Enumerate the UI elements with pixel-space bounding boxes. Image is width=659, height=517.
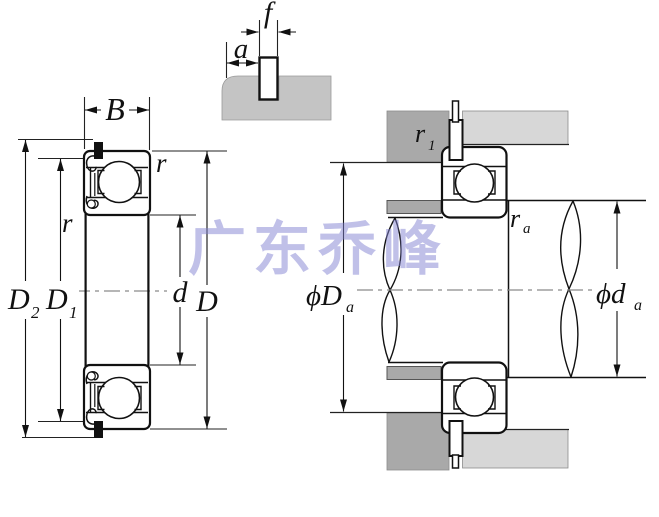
bearing-ring-section-mirror — [82, 363, 152, 440]
bearing-ring-section — [82, 142, 152, 217]
mounted-arrangement-view: ϕD a ϕd a r 1 r a — [303, 100, 649, 471]
bearing-front-view: B D 2 D 1 d D r r — [3, 91, 227, 440]
housing-block-bottom-right — [462, 429, 569, 469]
chamfer-label-r-left: r — [62, 208, 73, 238]
dim-label-D1: D — [45, 283, 68, 316]
housing-block-top-left — [386, 110, 450, 163]
fillet-label-ra-sub: a — [523, 221, 531, 237]
dim-label-D1-sub: 1 — [69, 303, 78, 322]
snap-ring-section — [258, 56, 279, 101]
cage-claw — [453, 170, 461, 195]
fillet-label-r1: r — [415, 119, 426, 148]
fillet-label-ra: r — [510, 204, 521, 233]
ball — [97, 160, 141, 204]
shaft-abutment-spacer-top — [386, 200, 442, 214]
dim-label-d: d — [173, 276, 189, 309]
cage-claw — [134, 169, 142, 195]
shaft-abutment-spacer-bottom — [386, 366, 442, 380]
fillet-label-r1-sub: 1 — [428, 138, 436, 154]
label-backgrounds — [3, 92, 221, 319]
dim-label-phi-da-sub: a — [634, 297, 642, 314]
housing-block-bottom-left — [386, 412, 450, 471]
dim-label-phi-Da-sub: a — [346, 299, 354, 316]
snap-ring-tab — [94, 142, 103, 159]
ball — [454, 163, 495, 203]
dim-label-D2-sub: 2 — [31, 303, 40, 322]
seal-lip — [85, 155, 100, 172]
shaft — [381, 199, 646, 379]
cage-claw — [97, 169, 105, 195]
dim-label-f: f — [264, 0, 276, 29]
seal-lip — [85, 195, 99, 209]
snap-ring-groove-detail: f a — [221, 0, 332, 121]
dim-label-a: a — [234, 33, 249, 65]
chamfer-label-r-top: r — [156, 148, 167, 178]
detail-dim-lines — [227, 28, 296, 67]
dim-label-D: D — [195, 285, 218, 318]
left-dim-ticks — [18, 97, 227, 439]
mounted-bearing-section — [440, 145, 508, 219]
dim-label-phi-da: ϕd — [596, 278, 626, 310]
detail-dim-ticks — [225, 20, 279, 78]
snap-ring-bottom — [448, 420, 464, 457]
snap-rings — [448, 100, 464, 469]
cage-claw — [488, 170, 496, 195]
snap-ring-top — [448, 119, 464, 161]
snap-ring-bottom-neck — [451, 454, 460, 469]
dim-label-D2: D — [7, 283, 30, 316]
label-backgrounds — [303, 269, 649, 315]
snap-ring-top-neck — [451, 100, 460, 123]
dim-label-B: B — [105, 91, 125, 127]
dim-label-phi-Da: ϕD — [306, 280, 342, 312]
shaft-break-line-right — [560, 200, 582, 378]
housing-block-top-right — [462, 110, 569, 145]
